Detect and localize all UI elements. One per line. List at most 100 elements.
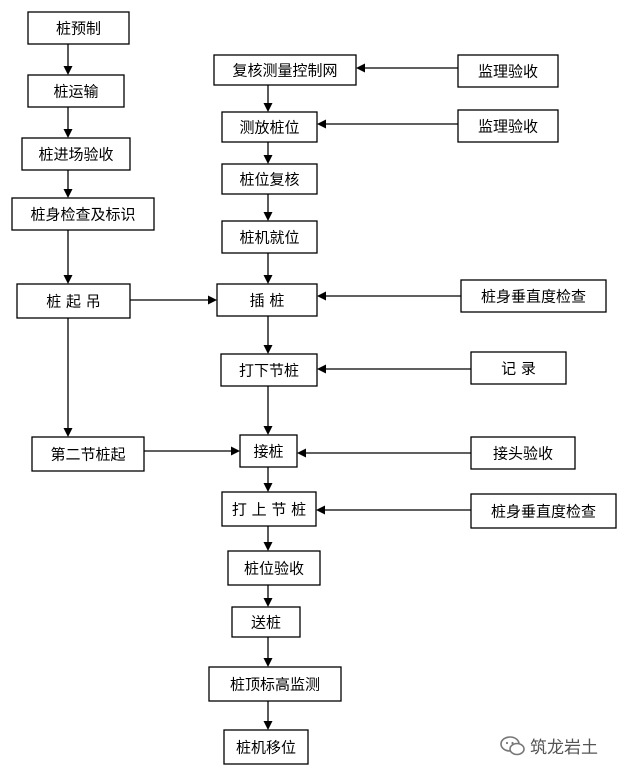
node-label: 桩 起 吊	[46, 293, 101, 311]
arrowhead	[317, 119, 326, 129]
node-label: 打 上 节 桩	[232, 501, 306, 519]
arrowhead	[63, 129, 73, 138]
node-label: 第二节桩起	[50, 446, 125, 464]
node-box	[208, 666, 342, 702]
arrowhead	[263, 721, 273, 730]
node-label: 桩位验收	[244, 560, 304, 578]
node-box	[223, 729, 309, 765]
arrowhead	[263, 103, 273, 112]
node-box	[27, 11, 130, 45]
node-label: 桩身垂直度检查	[481, 288, 586, 306]
arrowhead	[208, 295, 217, 305]
flow-node-chuizhi1: 桩身垂直度检查	[460, 279, 607, 313]
node-box	[470, 351, 567, 385]
flow-node-zhuangweifuhe: 桩位复核	[221, 163, 318, 195]
flow-node-jietou: 接头验收	[470, 436, 576, 470]
node-box	[16, 283, 131, 319]
arrowhead	[317, 364, 326, 374]
node-box	[21, 137, 131, 171]
watermark: 筑龙岩土	[500, 733, 598, 758]
node-box	[227, 550, 321, 586]
arrowhead	[63, 275, 73, 284]
node-label: 桩进场验收	[38, 146, 113, 164]
arrowhead	[356, 63, 365, 73]
node-label: 桩预制	[56, 20, 101, 38]
node-box	[231, 606, 301, 638]
flow-node-songzhuang: 送桩	[231, 606, 301, 638]
flow-node-jianli2: 监理验收	[457, 109, 559, 143]
node-label: 接桩	[253, 443, 283, 461]
arrowhead	[317, 291, 326, 301]
node-box	[470, 493, 617, 529]
flow-node-fuhe: 复核测量控制网	[213, 54, 357, 86]
flow-node-yanshou: 桩位验收	[227, 550, 321, 586]
flow-node-jianli1: 监理验收	[457, 54, 559, 88]
flow-edges	[63, 44, 471, 730]
node-label: 桩机就位	[239, 229, 299, 247]
node-label: 桩身检查及标识	[30, 206, 135, 224]
flow-node-qidiao: 桩 起 吊	[16, 283, 131, 319]
node-box	[457, 54, 559, 88]
node-box	[221, 111, 318, 143]
node-label: 桩运输	[53, 83, 98, 101]
node-box	[470, 436, 576, 470]
arrowhead	[263, 212, 273, 221]
flow-node-jilu: 记 录	[470, 351, 567, 385]
node-label: 插 桩	[250, 292, 285, 310]
node-box	[27, 74, 125, 108]
flow-node-biaogao: 桩顶标高监测	[208, 666, 342, 702]
node-label: 监理验收	[478, 63, 538, 81]
flow-node-jiezhuang: 接桩	[239, 434, 298, 468]
node-label: 监理验收	[478, 118, 538, 136]
flow-node-daxia: 打下节桩	[220, 353, 318, 387]
node-box	[31, 436, 145, 472]
arrowhead	[316, 505, 325, 515]
arrowhead	[63, 66, 73, 75]
node-label: 复核测量控制网	[232, 62, 337, 80]
node-box	[221, 491, 317, 527]
arrowhead	[263, 598, 273, 607]
arrowhead	[63, 189, 73, 198]
node-label: 桩机移位	[236, 739, 296, 757]
node-box	[460, 279, 607, 313]
arrowhead	[263, 483, 273, 492]
node-label: 记 录	[501, 360, 536, 378]
node-label: 桩身垂直度检查	[491, 503, 596, 521]
flow-node-chazhuang: 插 桩	[216, 283, 318, 317]
flow-node-jiancha: 桩身检查及标识	[11, 197, 155, 231]
flow-node-yunshu: 桩运输	[27, 74, 125, 108]
node-box	[239, 434, 298, 468]
flow-node-yiwei: 桩机移位	[223, 729, 309, 765]
flow-node-chuizhi2: 桩身垂直度检查	[470, 493, 617, 529]
arrowhead	[297, 448, 306, 458]
node-label: 接头验收	[493, 445, 553, 463]
flow-node-jiuwei: 桩机就位	[221, 220, 318, 254]
arrowhead	[263, 345, 273, 354]
arrowhead	[263, 542, 273, 551]
node-box	[221, 220, 318, 254]
flow-node-yuzhi: 桩预制	[27, 11, 130, 45]
node-box	[11, 197, 155, 231]
node-label: 桩顶标高监测	[230, 676, 320, 694]
node-box	[457, 109, 559, 143]
arrowhead	[263, 275, 273, 284]
arrowhead	[63, 428, 73, 437]
node-box	[213, 54, 357, 86]
node-box	[216, 283, 318, 317]
node-label: 打下节桩	[239, 362, 299, 380]
arrowhead	[263, 658, 273, 667]
flow-node-jinchang: 桩进场验收	[21, 137, 131, 171]
flow-node-cefang: 测放桩位	[221, 111, 318, 143]
flow-node-dierjie: 第二节桩起	[31, 436, 145, 472]
node-label: 桩位复核	[239, 171, 299, 189]
node-label: 送桩	[251, 614, 281, 632]
watermark-text: 筑龙岩土	[530, 738, 598, 758]
arrowhead	[263, 426, 273, 435]
node-box	[220, 353, 318, 387]
arrowhead	[263, 155, 273, 164]
node-box	[221, 163, 318, 195]
node-label: 测放桩位	[239, 119, 299, 137]
flow-node-dashang: 打 上 节 桩	[221, 491, 317, 527]
